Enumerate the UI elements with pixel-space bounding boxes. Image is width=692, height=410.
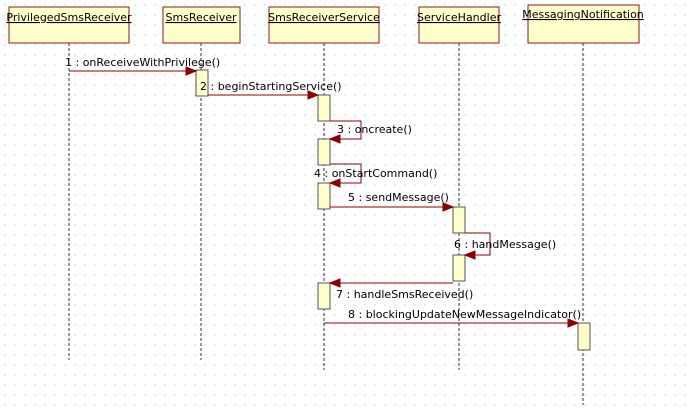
activation-service-3 [317, 182, 331, 210]
message-label: 7 : handleSmsReceived() [336, 288, 473, 301]
message-label: 3 : oncreate() [337, 123, 412, 136]
participant-sms-receiver-service: SmsReceiverService [268, 6, 380, 44]
activation-sms-receiver [195, 69, 209, 97]
message-4: 4 : onStartCommand() [314, 163, 437, 188]
activation-service-1 [317, 94, 331, 122]
message-1: 1 : onReceiveWithPrivilege() [65, 56, 220, 76]
activation-notification [577, 322, 591, 351]
participant-label: PrivilegedSmsReceiver [6, 11, 132, 24]
participant-label: MessagingNotification [522, 8, 644, 21]
participant-messaging-notification: MessagingNotification [522, 4, 644, 44]
participant-label: SmsReceiver [165, 11, 236, 24]
message-label: 5 : sendMessage() [348, 191, 449, 204]
participant-service-handler: ServiceHandler [417, 6, 501, 44]
message-5: 5 : sendMessage() [330, 191, 455, 212]
activation-handler-1 [452, 206, 466, 234]
message-7: 7 : handleSmsReceived() [328, 278, 473, 301]
participant-label: ServiceHandler [417, 11, 501, 24]
message-label: 1 : onReceiveWithPrivilege() [65, 56, 220, 69]
activation-service-2 [317, 138, 331, 166]
message-8: 8 : blockingUpdateNewMessageIndicator() [324, 308, 581, 328]
participant-sms-receiver: SmsReceiver [162, 6, 241, 44]
message-label: 6 : handMessage() [454, 238, 556, 251]
participant-label: SmsReceiverService [268, 11, 380, 24]
message-label: 8 : blockingUpdateNewMessageIndicator() [348, 308, 581, 321]
message-label: 4 : onStartCommand() [314, 167, 437, 180]
activation-handler-2 [452, 254, 466, 282]
message-label: 2 : beginStartingService() [200, 80, 342, 93]
message-3: 3 : oncreate() [328, 120, 412, 144]
message-6: 6 : handMessage() [454, 232, 556, 260]
activation-service-4 [317, 282, 331, 310]
message-2: 2 : beginStartingService() [200, 80, 342, 100]
participant-privileged-sms-receiver: PrivilegedSmsReceiver [6, 6, 132, 44]
